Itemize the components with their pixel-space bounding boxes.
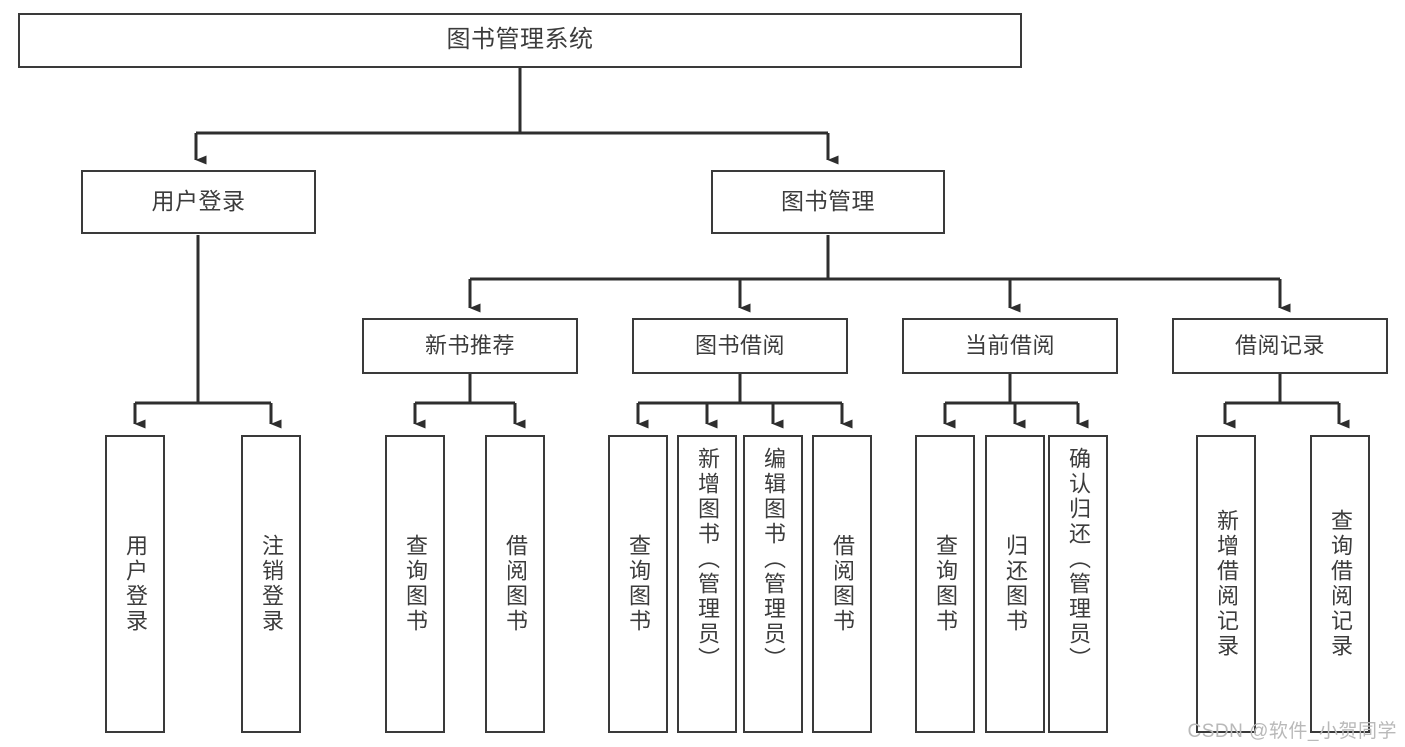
leaf-borrow-book-2[interactable]: 借阅图书 [812, 435, 872, 733]
node-label: 用户登录 [123, 534, 148, 634]
leaf-return-book[interactable]: 归还图书 [985, 435, 1045, 733]
leaf-confirm-return[interactable]: 确认归还（管理员） [1048, 435, 1108, 733]
node-book-borrow[interactable]: 图书借阅 [632, 318, 848, 374]
node-label: 新书推荐 [424, 332, 515, 358]
leaf-borrow-book-1[interactable]: 借阅图书 [485, 435, 545, 733]
leaf-edit-book[interactable]: 编辑图书（管理员） [743, 435, 803, 733]
node-label: 查询图书 [626, 534, 651, 634]
leaf-query-book-2[interactable]: 查询图书 [608, 435, 668, 733]
node-label: 当前借阅 [964, 332, 1055, 358]
node-label: 归还图书 [1003, 534, 1028, 634]
node-label: 借阅图书 [503, 534, 528, 634]
node-label: 查询图书 [403, 534, 428, 634]
node-user-login[interactable]: 用户登录 [81, 170, 316, 234]
node-root-system[interactable]: 图书管理系统 [18, 13, 1022, 68]
leaf-user-login[interactable]: 用户登录 [105, 435, 165, 733]
node-book-manage[interactable]: 图书管理 [711, 170, 945, 234]
node-label: 确认归还（管理员） [1066, 447, 1091, 672]
node-new-book-rec[interactable]: 新书推荐 [362, 318, 578, 374]
leaf-logout[interactable]: 注销登录 [241, 435, 301, 733]
node-label: 编辑图书（管理员） [761, 447, 786, 672]
node-label: 查询图书 [933, 534, 958, 634]
leaf-add-record[interactable]: 新增借阅记录 [1196, 435, 1256, 733]
node-label: 注销登录 [259, 534, 284, 634]
leaf-query-book-1[interactable]: 查询图书 [385, 435, 445, 733]
node-label: 借阅记录 [1234, 332, 1325, 358]
node-label: 新增借阅记录 [1214, 509, 1239, 659]
node-label: 图书借阅 [694, 332, 785, 358]
leaf-add-book[interactable]: 新增图书（管理员） [677, 435, 737, 733]
node-borrow-record[interactable]: 借阅记录 [1172, 318, 1388, 374]
leaf-query-record[interactable]: 查询借阅记录 [1310, 435, 1370, 733]
node-current-borrow[interactable]: 当前借阅 [902, 318, 1118, 374]
node-label: 图书管理系统 [446, 26, 594, 54]
leaf-query-book-3[interactable]: 查询图书 [915, 435, 975, 733]
node-label: 新增图书（管理员） [695, 447, 720, 672]
node-label: 图书管理 [781, 188, 875, 215]
node-label: 借阅图书 [830, 534, 855, 634]
node-label: 查询借阅记录 [1328, 509, 1353, 659]
node-label: 用户登录 [151, 188, 246, 215]
